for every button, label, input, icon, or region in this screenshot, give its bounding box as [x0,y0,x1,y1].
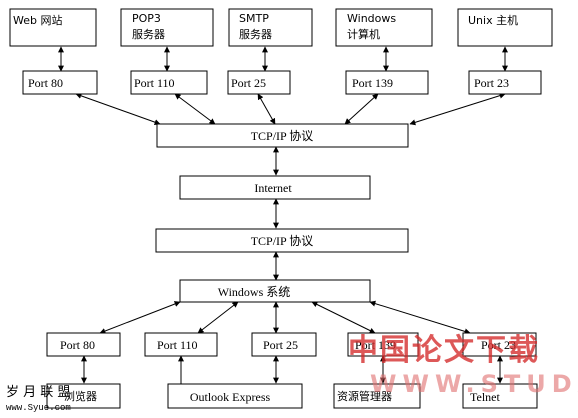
watermark-left-small: www.Syue.com [6,403,71,413]
tcpip-bottom: TCP/IP 协议 [155,228,409,253]
connector-windows-port110 [197,301,239,334]
connector-port25-tcpip [257,93,276,125]
client-port-25-label: Port 25 [263,338,298,352]
client-port-80-label: Port 80 [60,338,95,352]
server-port-139: Port 139 [345,70,429,95]
tcpip-top: TCP/IP 协议 [156,123,409,148]
server-web-label: Web 网站 [13,13,62,27]
server-smtp-label-line1: SMTP [239,12,269,25]
connector-port110-tcpip [174,93,216,125]
client-explorer-label: 资源管理器 [337,389,392,403]
client-port-23-label: Port 23 [481,338,516,352]
watermark-en: WWW.STUDA. [370,370,578,398]
tcpip-top-label: TCP/IP 协议 [251,128,314,143]
server-port-23: Port 23 [468,70,542,95]
server-pop3: POP3 服务器 [120,8,214,47]
connector-port80-tcpip [75,92,161,126]
connector-windows-port23 [369,300,471,335]
connector-port139-tcpip [344,93,379,125]
server-windows-label-line2: 计算机 [347,27,380,41]
client-port-139-label: Port 139 [355,338,396,352]
server-port-110: Port 110 [130,70,208,95]
windows-system: Windows 系统 [179,279,371,303]
client-port-23: Port 23 [462,332,537,357]
client-outlook-express-label: Outlook Express [190,390,271,404]
client-explorer: 资源管理器 [333,383,421,409]
client-browser-label: 浏览器 [64,389,97,403]
windows-system-label: Windows 系统 [218,285,291,299]
client-port-110: Port 110 [144,332,218,357]
server-port-139-label: Port 139 [352,76,393,90]
client-port-25: Port 25 [251,332,317,357]
server-port-110-label: Port 110 [134,76,175,90]
client-outlook-express: Outlook Express [167,383,303,409]
server-pop3-label-line2: 服务器 [132,28,165,41]
server-port-23-label: Port 23 [474,76,509,90]
client-port-139: Port 139 [347,332,419,357]
server-port-25: Port 25 [227,70,291,95]
tcpip-bottom-label: TCP/IP 协议 [251,233,314,248]
connectors [58,46,508,386]
client-port-80: Port 80 [46,332,121,357]
client-telnet-label: Telnet [470,390,500,404]
client-browser: 浏览器 [46,383,121,409]
server-windows-label-line1: Windows [347,12,396,25]
watermark-left: 岁 月 联 盟 [6,385,70,400]
server-windows: Windows 计算机 [335,8,433,47]
connector-windows-port80 [99,301,181,334]
server-port-80-label: Port 80 [28,76,63,90]
client-port-110-label: Port 110 [157,338,198,352]
server-unix: Unix 主机 [457,8,553,47]
server-unix-label: Unix 主机 [468,13,518,27]
server-smtp: SMTP 服务器 [228,8,313,47]
watermark: 中国论文下载 WWW.STUDA. 岁 月 联 盟 www.Syue.com [6,333,578,413]
watermark-cn: 中国论文下载 [348,333,540,368]
server-pop3-label-line1: POP3 [132,12,161,25]
connector-windows-port139 [311,301,376,334]
internet-label: Internet [254,181,292,195]
connector-port23-tcpip [409,92,506,126]
server-port-80: Port 80 [22,70,98,95]
client-telnet: Telnet [462,383,538,409]
internet: Internet [179,175,371,200]
server-port-25-label: Port 25 [231,76,266,90]
server-smtp-label-line2: 服务器 [239,28,272,41]
server-web: Web 网站 [9,8,97,47]
